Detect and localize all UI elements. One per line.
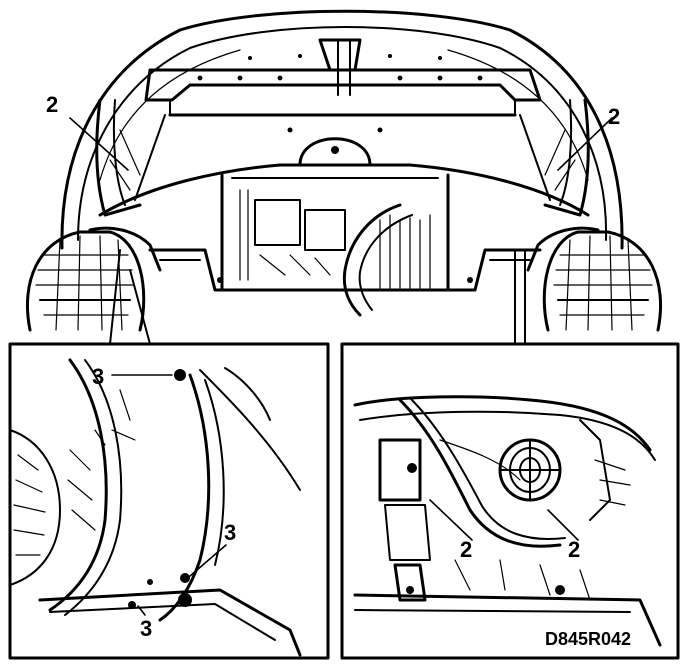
right-wheel <box>542 230 663 332</box>
callout-main-right: 2 <box>608 104 620 129</box>
main-vehicle-view <box>25 9 663 332</box>
callout-right-inset-a: 2 <box>460 537 472 562</box>
left-wheel <box>25 230 146 332</box>
right-detail-inset <box>340 249 680 660</box>
engine-bay <box>220 137 450 317</box>
bumper-beam <box>144 38 542 117</box>
callout-main-left: 2 <box>46 92 58 117</box>
right-arch-liner <box>526 98 600 272</box>
callout-left-inset-top: 3 <box>92 364 104 389</box>
callout-left-inset-right: 3 <box>224 520 236 545</box>
callout-left-inset-bottom: 3 <box>140 616 152 641</box>
left-detail-inset <box>8 249 330 660</box>
reference-code: D845R042 <box>545 629 631 649</box>
callout-right-inset-b: 2 <box>568 537 580 562</box>
